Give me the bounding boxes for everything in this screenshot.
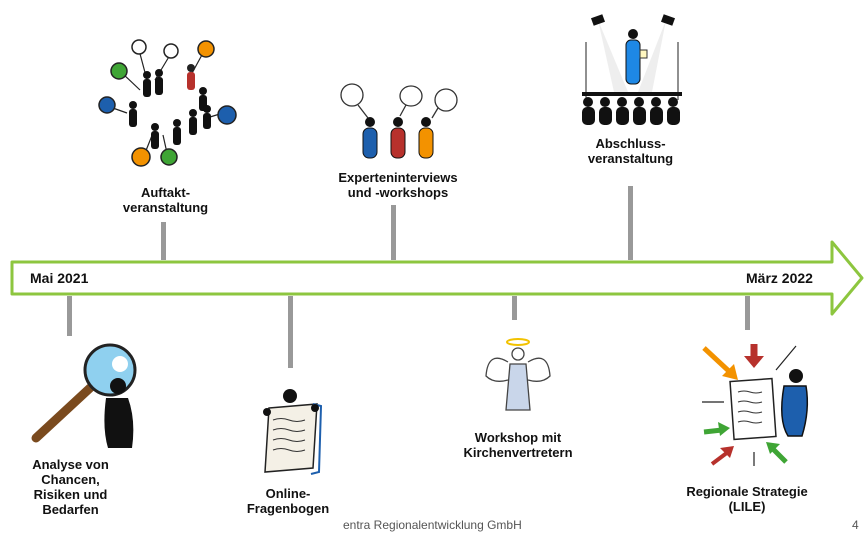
connector-strategy	[745, 296, 750, 330]
kickoff-network-illustration	[98, 39, 237, 167]
connector-final	[628, 186, 633, 260]
connector-expert	[391, 205, 396, 260]
final-event-illustration	[582, 14, 682, 125]
connector-kickoff	[161, 222, 166, 260]
magnifier-illustration	[31, 343, 137, 448]
connector-online	[288, 296, 293, 368]
event-label-strategy: Regionale Strategie (LILE)	[686, 484, 808, 514]
footer-company: entra Regionalentwicklung GmbH	[343, 518, 522, 532]
connector-workshop	[512, 296, 517, 320]
end-date-label: März 2022	[746, 270, 813, 286]
event-label-workshop: Workshop mit Kirchenvertretern	[463, 430, 573, 460]
connector-analysis	[67, 296, 72, 336]
strategy-illustration	[702, 344, 809, 466]
event-label-online: Online- Fragenbogen	[246, 486, 330, 516]
event-label-analysis: Analyse von Chancen, Risiken und Bedarfe…	[32, 457, 109, 517]
questionnaire-illustration	[263, 389, 323, 475]
event-label-kickoff: Auftakt- veranstaltung	[122, 185, 209, 215]
event-label-final: Abschluss- veranstaltung	[587, 136, 674, 166]
angel-illustration	[485, 338, 551, 411]
event-label-expert: Experteninterviews und -workshops	[338, 170, 458, 200]
start-date-label: Mai 2021	[30, 270, 89, 286]
page-number: 4	[852, 518, 859, 532]
expert-interviews-illustration	[340, 83, 458, 159]
